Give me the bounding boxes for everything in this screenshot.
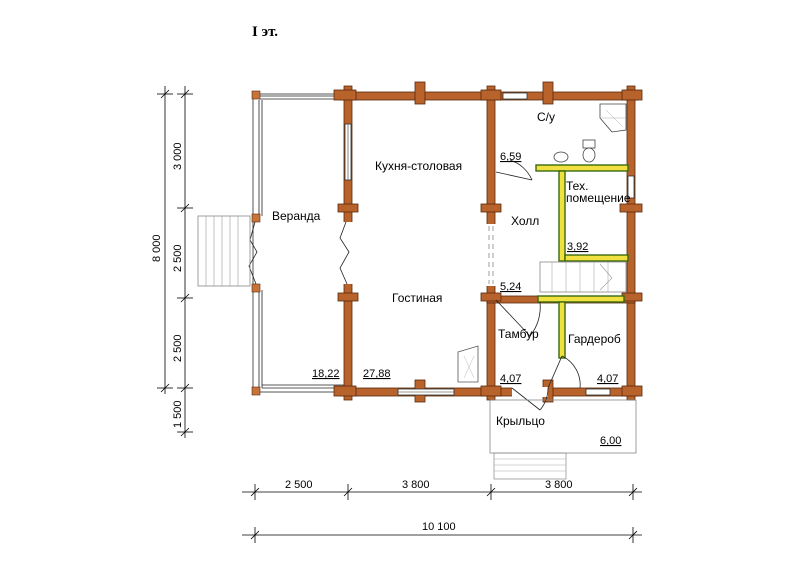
veranda-frame [248, 90, 351, 396]
dim-bottom-total: 10 100 [422, 521, 456, 533]
dim-left-total: 8 000 [151, 234, 163, 262]
room-label-kitchen: Кухня-столовая [375, 159, 462, 173]
dim-left-1: 3 000 [172, 142, 184, 170]
left-dimensions [157, 86, 193, 438]
bottom-dimensions [242, 484, 642, 543]
dim-left-2: 2 500 [172, 244, 184, 272]
dim-left-4: 1 500 [172, 400, 184, 428]
veranda-steps [197, 215, 251, 287]
area-porch: 6,00 [600, 435, 621, 447]
room-label-veranda: Веранда [272, 209, 321, 223]
dim-bottom-3: 3 800 [545, 479, 573, 491]
area-wardrobe: 4,07 [597, 373, 618, 385]
room-label-living: Гостиная [392, 291, 442, 305]
dim-left-3: 2 500 [172, 334, 184, 362]
room-label-vestibule: Тамбур [498, 327, 539, 341]
floor-title: I эт. [252, 24, 278, 40]
dim-bottom-1: 2 500 [285, 479, 313, 491]
dim-bottom-2: 3 800 [402, 479, 430, 491]
area-hall: 5,24 [500, 281, 521, 293]
windows [344, 92, 635, 396]
room-label-tech-1: Тех. [566, 179, 588, 193]
hall-stairs [539, 261, 627, 293]
doors [495, 159, 581, 411]
area-living: 27,88 [363, 368, 391, 380]
room-label-porch: Крыльцо [496, 414, 545, 428]
area-tech: 3,92 [567, 241, 588, 253]
partitions [535, 164, 629, 359]
room-label-hall: Холл [511, 214, 539, 228]
room-label-tech-2: помещение [566, 191, 631, 205]
area-veranda: 18,22 [312, 368, 340, 380]
stove [457, 345, 479, 383]
area-bathroom: 6,59 [500, 151, 521, 163]
bathroom-fixtures [553, 103, 627, 163]
porch [489, 399, 637, 480]
area-vestibule: 4,07 [500, 373, 521, 385]
room-label-bathroom: С/у [537, 110, 555, 124]
room-label-wardrobe: Гардероб [568, 332, 621, 346]
